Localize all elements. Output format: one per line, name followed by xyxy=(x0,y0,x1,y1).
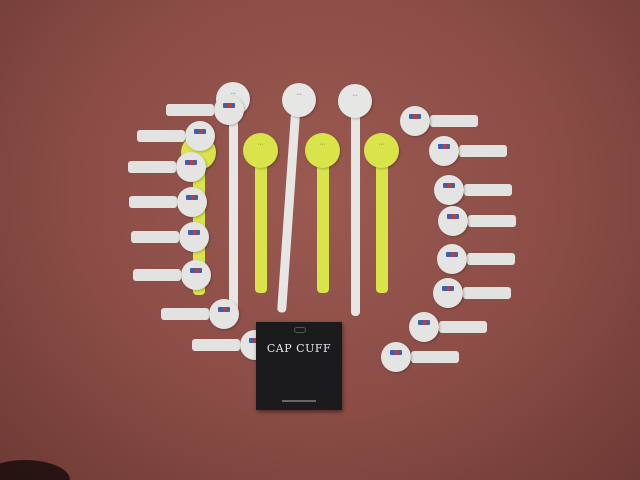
small-stirrer-right-7 xyxy=(409,312,487,342)
small-stirrer-right-4 xyxy=(438,206,516,236)
small-stirrer-left-2 xyxy=(137,121,215,151)
yellow-stirrer-4: ••• xyxy=(364,133,400,295)
small-stirrer-right-6 xyxy=(433,278,511,308)
small-stirrer-right-5 xyxy=(437,244,515,274)
cap-cuff-card: CAP CUFF xyxy=(256,322,342,410)
yellow-stirrer-3: ••• xyxy=(305,133,341,295)
yellow-stirrer-2: ••• xyxy=(243,133,279,295)
small-stirrer-left-5 xyxy=(131,222,209,252)
small-stirrer-left-4 xyxy=(129,187,207,217)
card-title: CAP CUFF xyxy=(266,342,332,355)
small-stirrer-left-3 xyxy=(128,152,206,182)
white-stirrer-2: ••• xyxy=(277,83,319,315)
white-stirrer-3: ••• xyxy=(338,84,374,316)
small-stirrer-right-8 xyxy=(381,342,459,372)
small-stirrer-right-3 xyxy=(434,175,512,205)
corner-shadow xyxy=(0,460,70,480)
small-stirrer-left-7 xyxy=(161,299,239,329)
card-fine-print xyxy=(282,400,316,402)
small-stirrer-right-1 xyxy=(400,106,478,136)
small-stirrer-left-6 xyxy=(133,260,211,290)
small-stirrer-right-2 xyxy=(429,136,507,166)
small-stirrer-left-1 xyxy=(166,95,244,125)
hang-hole xyxy=(294,327,306,333)
